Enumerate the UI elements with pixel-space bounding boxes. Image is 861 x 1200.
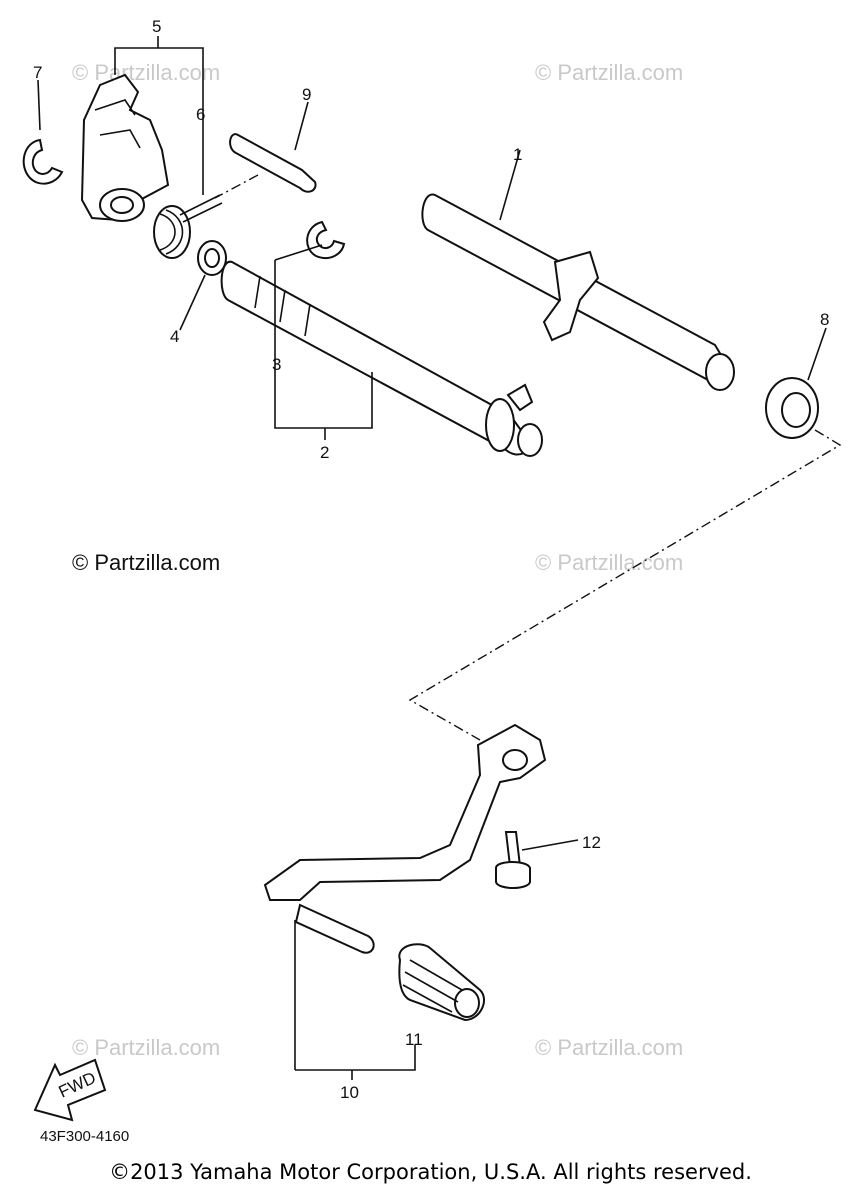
part-9-pin <box>214 101 317 199</box>
callout-12: 12 <box>582 833 601 852</box>
exploded-diagram: © Partzilla.com © Partzilla.com © Partzi… <box>22 17 842 1122</box>
callout-7: 7 <box>33 63 42 82</box>
callout-8: 8 <box>820 310 829 329</box>
part-3-circlip <box>306 220 346 260</box>
callout-11: 11 <box>405 1030 423 1049</box>
fwd-arrow-icon: FWD <box>33 1058 107 1122</box>
part-6-spring <box>153 194 223 259</box>
part-2-shift-shaft <box>220 260 543 457</box>
copyright-notice: ©2013 Yamaha Motor Corporation, U.S.A. A… <box>109 1160 752 1184</box>
part-1-shaft <box>421 149 735 391</box>
watermark: © Partzilla.com <box>72 1035 220 1060</box>
watermark: © Partzilla.com <box>72 60 220 85</box>
part-10-shift-pedal <box>263 723 547 1070</box>
callout-2: 2 <box>320 443 329 462</box>
callout-4: 4 <box>170 327 179 346</box>
watermark: © Partzilla.com <box>535 60 683 85</box>
part-12-bolt <box>495 831 579 889</box>
part-7-circlip <box>22 79 64 185</box>
callout-3: 3 <box>272 355 281 374</box>
callout-1: 1 <box>513 145 522 164</box>
watermark-primary: © Partzilla.com <box>72 550 220 575</box>
callout-6: 6 <box>196 105 205 124</box>
part-4-washer <box>179 240 227 331</box>
watermark: © Partzilla.com <box>535 550 683 575</box>
watermark: © Partzilla.com <box>535 1035 683 1060</box>
callout-10: 10 <box>340 1083 359 1102</box>
part-5-shift-arm <box>80 73 170 222</box>
part-11-pedal-rubber <box>398 943 485 1022</box>
part-8-oil-seal <box>408 327 842 741</box>
callout-5: 5 <box>152 17 161 36</box>
diagram-code: 43F300-4160 <box>40 1128 130 1145</box>
callout-9: 9 <box>302 85 311 104</box>
